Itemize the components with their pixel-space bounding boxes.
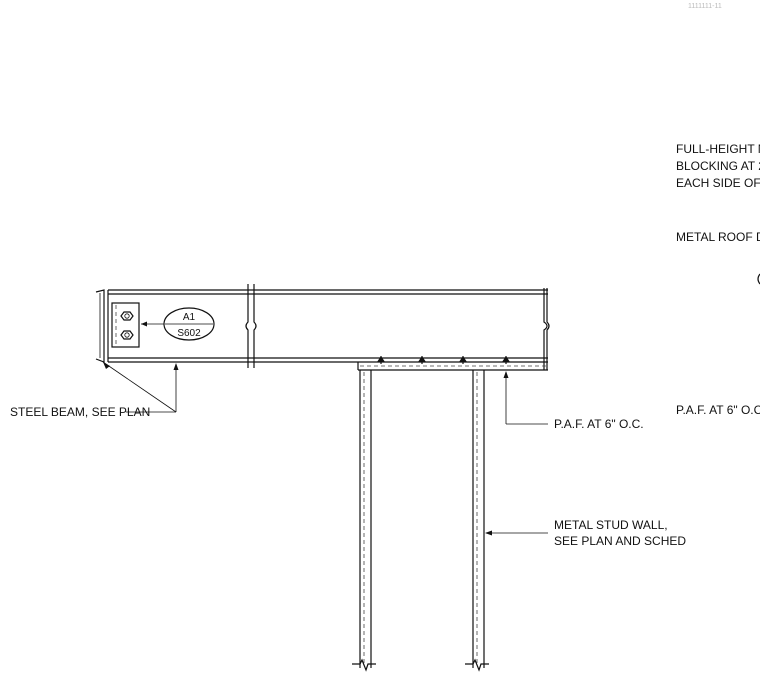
- steel-beam-leader: [102, 361, 179, 413]
- roof-deck-note: METAL ROOF DEC: [676, 230, 760, 244]
- cropped-symbol: [757, 273, 760, 285]
- sheet-stamp: 1111111-11: [688, 3, 722, 10]
- stud-wall-note-line1: METAL STUD WALL,: [554, 518, 668, 532]
- bolt-icon: [120, 311, 134, 321]
- paf-note-right: P.A.F. AT 6" O.C.: [676, 403, 760, 417]
- stud-wall-leader: [485, 530, 548, 536]
- fastener-icon: [377, 356, 385, 364]
- fastener-icon: [502, 356, 510, 364]
- blocking-note-line2: BLOCKING AT 24" (: [676, 159, 760, 173]
- metal-stud-right: [465, 370, 489, 672]
- end-connection-plate: [111, 302, 140, 348]
- steel-beam-note: STEEL BEAM, SEE PLAN: [10, 405, 150, 419]
- paf-note: P.A.F. AT 6" O.C.: [554, 417, 644, 431]
- blocking-note-line1: FULL-HEIGHT MET: [676, 142, 760, 156]
- detail-reference-tag[interactable]: A1 S602: [141, 307, 215, 341]
- detail-tag-sheet: S602: [177, 328, 201, 339]
- powder-actuated-fasteners: [377, 356, 510, 364]
- bolt-icon: [120, 330, 134, 340]
- beam-break-lines: [245, 284, 550, 370]
- paf-leader: [503, 371, 548, 425]
- steel-beam: [95, 289, 548, 363]
- fastener-icon: [418, 356, 426, 364]
- detail-tag-number: A1: [183, 312, 196, 323]
- stud-wall-note-line2: SEE PLAN AND SCHED: [554, 534, 686, 548]
- metal-stud-left: [352, 370, 376, 672]
- blocking-note-line3: EACH SIDE OF BEA: [676, 176, 760, 190]
- fastener-icon: [459, 356, 467, 364]
- top-track: [357, 362, 548, 371]
